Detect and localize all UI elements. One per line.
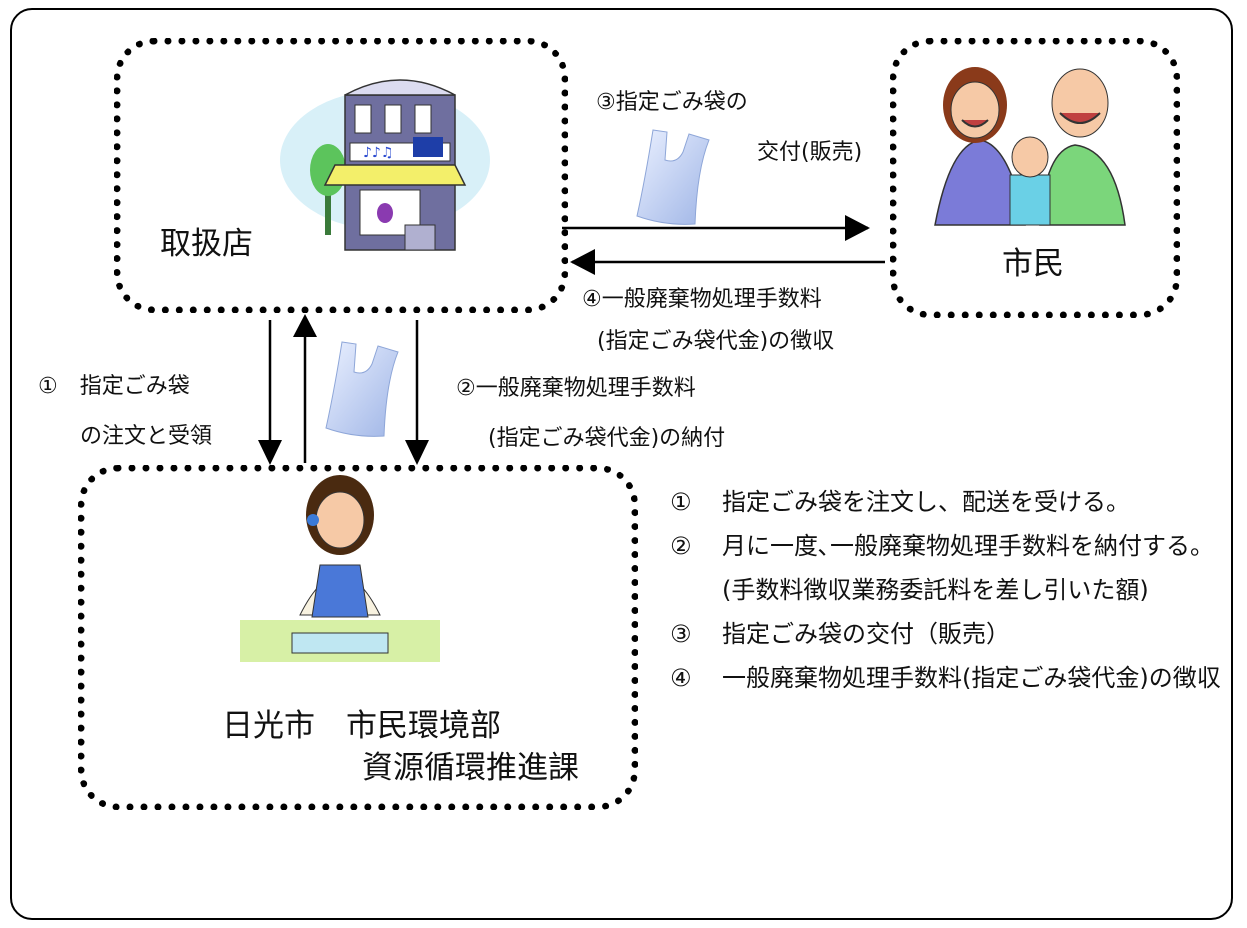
flow3-label-line2: 交付(販売) <box>757 140 863 165</box>
legend-text: 指定ごみ袋の交付（販売） <box>722 620 1010 648</box>
flow3-label-line1: ③指定ごみ袋の <box>596 90 748 115</box>
legend-item: ④ 一般廃棄物処理手数料(指定ごみ袋代金)の徴収 <box>670 656 1230 700</box>
flow2-label-line1: ②一般廃棄物処理手数料 <box>456 376 696 401</box>
outer-frame <box>10 8 1233 920</box>
flow1-label-line1: ① 指定ごみ袋 <box>38 374 190 399</box>
garbage-bag-icon <box>636 129 710 225</box>
flow1-label-line2: の注文と受領 <box>80 424 213 449</box>
arrowhead-citizen-to-store <box>570 249 595 275</box>
legend-number: ① <box>670 488 692 516</box>
legend-number: ③ <box>670 620 692 648</box>
arrowhead-store-down-order <box>258 440 282 465</box>
garbage-bag-icon <box>325 341 399 437</box>
legend-text: 指定ごみ袋を注文し、配送を受ける。 <box>722 488 1130 516</box>
store-building-icon: ♪♪♫ <box>280 79 490 251</box>
man-figure <box>1039 68 1126 226</box>
arrowhead-store-to-citizen <box>845 215 870 241</box>
city-label-line1: 日光市 市民環境部 <box>222 708 501 744</box>
arrowhead-city-up-delivery <box>293 314 317 337</box>
legend-text: 一般廃棄物処理手数料(指定ごみ袋代金)の徴収 <box>722 664 1221 692</box>
flow2-label-line2: (指定ごみ袋代金)の納付 <box>488 426 726 451</box>
legend-item: ① 指定ごみ袋を注文し、配送を受ける。 <box>670 480 1230 524</box>
operator-icon <box>240 475 440 662</box>
svg-text:♪♪♫: ♪♪♫ <box>363 145 393 161</box>
baby-figure <box>1009 136 1051 226</box>
legend-text: 月に一度､一般廃棄物処理手数料を納付する。(手数料徴収業務委託料を差し引いた額) <box>722 532 1214 604</box>
legend-list: ① 指定ごみ袋を注文し、配送を受ける。 ② 月に一度､一般廃棄物処理手数料を納付… <box>670 480 1230 700</box>
citizen-box <box>890 38 1180 318</box>
legend-number: ④ <box>670 664 692 692</box>
flow4-label-line2: (指定ごみ袋代金)の徴収 <box>597 329 835 354</box>
flow4-label-line1: ④一般廃棄物処理手数料 <box>582 287 822 312</box>
citizen-label: 市民 <box>1002 246 1064 282</box>
legend-item: ② 月に一度､一般廃棄物処理手数料を納付する。(手数料徴収業務委託料を差し引いた… <box>670 524 1230 612</box>
legend-item: ③ 指定ごみ袋の交付（販売） <box>670 612 1230 656</box>
legend-number: ② <box>670 532 692 560</box>
family-icon <box>934 67 1126 226</box>
city-label-line2: 資源循環推進課 <box>362 750 579 786</box>
city-office-box <box>78 465 638 810</box>
store-box <box>114 38 568 313</box>
store-label: 取扱店 <box>160 226 253 262</box>
woman-figure <box>934 67 1026 226</box>
arrowhead-store-down-payment <box>405 440 429 465</box>
